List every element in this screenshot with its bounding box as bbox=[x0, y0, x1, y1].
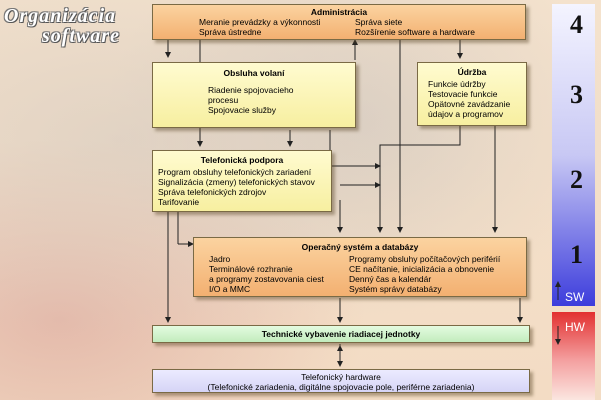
telef-item: Signalizácia (zmeny) telefonických stavo… bbox=[158, 177, 315, 187]
box-telefonicky-hardware: Telefonický hardware (Telefonické zariad… bbox=[152, 369, 530, 393]
os-item: Jadro bbox=[209, 254, 231, 264]
os-item: Systém správy databázy bbox=[349, 284, 442, 294]
telef-item: Program obsluhy telefonických zariadení bbox=[158, 167, 312, 177]
administracia-right: Správa siete Rozšírenie software a hardw… bbox=[355, 17, 475, 37]
udrzba-item: údajov a programov bbox=[428, 109, 504, 119]
udrzba-item: Testovacie funkcie bbox=[428, 89, 498, 99]
os-left: Jadro Terminálové rozhranie a programy z… bbox=[209, 254, 324, 294]
hw-label: HW bbox=[565, 320, 585, 334]
os-title: Operačný systém a databázy bbox=[301, 242, 419, 252]
admin-item: Rozšírenie software a hardware bbox=[355, 27, 476, 37]
obsluha-os-line bbox=[329, 130, 381, 169]
os-right: Programy obsluhy počítačových periférií … bbox=[349, 254, 500, 294]
os-item: Denný čas a kalendár bbox=[349, 274, 432, 284]
title-line-2: software bbox=[42, 25, 120, 47]
box-operacny-system: Operačný systém a databázy Jadro Terminá… bbox=[193, 237, 527, 297]
sw-label: SW bbox=[565, 290, 585, 304]
admin-item: Meranie prevádzky a výkonnosti bbox=[199, 17, 321, 27]
os-item: Terminálové rozhranie bbox=[209, 264, 293, 274]
box-obsluha-volani: Obsluha volaní Riadenie spojovacieho pro… bbox=[152, 62, 356, 128]
slide-title: Organizácia software bbox=[4, 6, 144, 52]
telef-title: Telefonická podpora bbox=[200, 155, 284, 165]
telef-item: Tarifovanie bbox=[158, 197, 200, 207]
tech-title: Technické vybavenie riadiacej jednotky bbox=[261, 329, 421, 339]
administracia-left: Meranie prevádzky a výkonnosti Správa ús… bbox=[199, 17, 320, 37]
hw-title: Telefonický hardware bbox=[301, 372, 381, 382]
udrzba-item: Funkcie údržby bbox=[428, 79, 486, 89]
box-telefonicka-podpora: Telefonická podpora Program obsluhy tele… bbox=[152, 150, 332, 212]
os-item: Programy obsluhy počítačových periférií bbox=[349, 254, 501, 264]
level-1: 1 bbox=[570, 240, 583, 269]
udrzba-os-arrow bbox=[377, 126, 461, 233]
telef-lines: Program obsluhy telefonických zariadení … bbox=[158, 167, 315, 207]
obsluha-title: Obsluha volaní bbox=[223, 68, 285, 78]
obsluha-lines: Riadenie spojovacieho procesu Spojovacie… bbox=[208, 85, 294, 115]
level-2: 2 bbox=[570, 165, 583, 194]
administracia-title: Administrácia bbox=[310, 7, 368, 17]
title-line-1: Organizácia bbox=[4, 5, 117, 27]
obsluha-item: Riadenie spojovacieho bbox=[208, 85, 294, 95]
admin-item: Správa ústredne bbox=[199, 27, 262, 37]
telef-item: Správa telefonických zdrojov bbox=[158, 187, 267, 197]
box-administracia: Administrácia Meranie prevádzky a výkonn… bbox=[152, 4, 526, 40]
os-item: CE načítanie, inicializácia a obnovenie bbox=[349, 264, 495, 274]
level-4: 4 bbox=[570, 10, 583, 39]
obsluha-item: Spojovacie služby bbox=[208, 105, 277, 115]
hw-band bbox=[552, 312, 595, 400]
box-technicke-vybavenie: Technické vybavenie riadiacej jednotky bbox=[152, 325, 530, 343]
level-3: 3 bbox=[570, 80, 583, 109]
admin-item: Správa siete bbox=[355, 17, 403, 27]
obsluha-item: procesu bbox=[208, 95, 239, 105]
level-column: 4 3 2 1 bbox=[552, 0, 601, 400]
sw-band bbox=[552, 4, 595, 306]
udrzba-item: Opätovné zavádzanie bbox=[428, 99, 511, 109]
os-item: I/O a MMC bbox=[209, 284, 251, 294]
hw-sub: (Telefonické zariadenia, digitálne spojo… bbox=[207, 382, 475, 392]
os-item: a programy zostavovania ciest bbox=[209, 274, 324, 284]
udrzba-title: Údržba bbox=[457, 67, 487, 77]
box-udrzba: Údržba Funkcie údržby Testovacie funkcie… bbox=[417, 62, 527, 126]
udrzba-lines: Funkcie údržby Testovacie funkcie Opätov… bbox=[428, 79, 510, 119]
